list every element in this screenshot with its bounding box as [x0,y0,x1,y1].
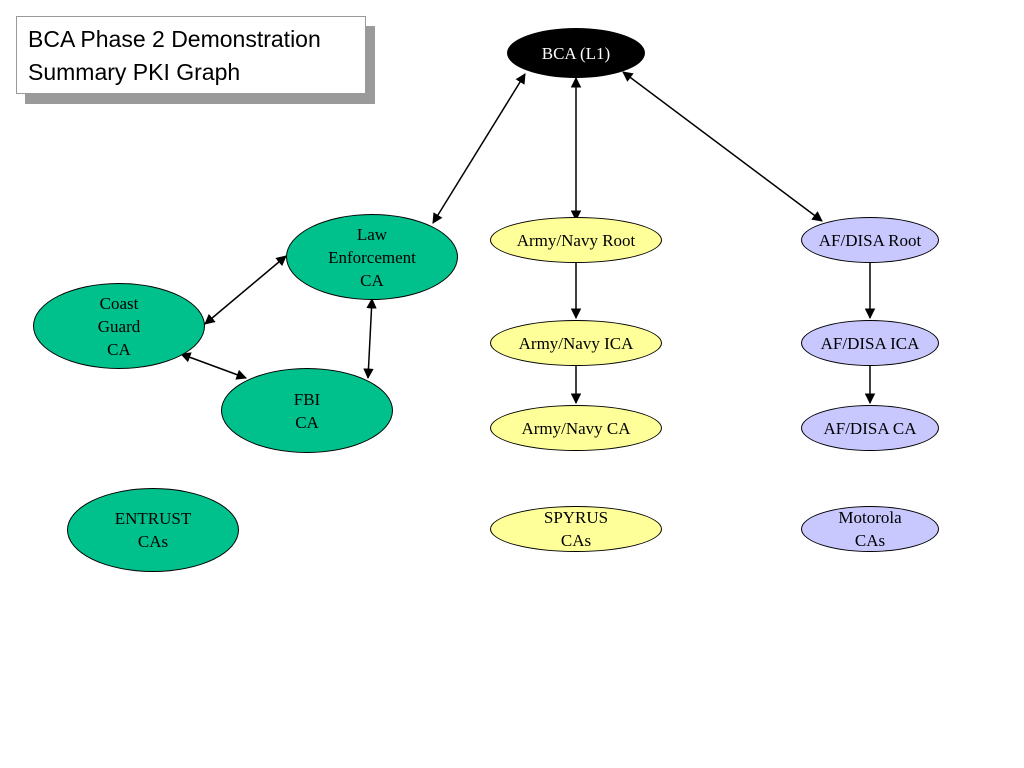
title-line-2: Summary PKI Graph [28,59,241,85]
edge-bca-af-root [622,71,823,222]
node-coast-guard-ca: Coast Guard CA [33,283,205,369]
node-army-navy-ca: Army/Navy CA [490,405,662,451]
node-army-navy-ca-label: Army/Navy CA [521,418,631,438]
node-af-disa-ca-label: AF/DISA CA [823,418,917,438]
node-law-enforcement-ca: Law Enforcement CA [286,214,458,300]
node-af-disa-root-label: AF/DISA Root [818,230,922,250]
node-entrust-cas: ENTRUST CAs [67,488,239,572]
node-spyrus-cas-label: SPYRUS CAs [543,508,609,550]
edge-law-fbi [363,297,377,380]
node-motorola-cas-label: Motorola CAs [838,508,902,550]
node-bca-l1-label: BCA (L1) [541,43,611,63]
node-army-navy-root-label: Army/Navy Root [516,230,636,250]
page-title: BCA Phase 2 Demonstration Summary PKI Gr… [16,16,366,94]
node-af-disa-ca: AF/DISA CA [801,405,939,451]
node-army-navy-ica: Army/Navy ICA [490,320,662,366]
edge-coast-fbi [180,352,247,380]
node-fbi-ca-label: FBI CA [293,389,321,432]
node-coast-guard-ca-label: Coast Guard CA [97,293,141,359]
node-army-navy-root: Army/Navy Root [490,217,662,263]
node-spyrus-cas: SPYRUS CAs [490,506,662,552]
node-army-navy-ica-label: Army/Navy ICA [518,333,634,353]
edge-law-coast [204,255,287,325]
node-af-disa-root: AF/DISA Root [801,217,939,263]
edge-bca-law [432,73,526,224]
node-entrust-cas-label: ENTRUST CAs [114,509,192,551]
node-af-disa-ica-label: AF/DISA ICA [820,333,920,353]
node-motorola-cas: Motorola CAs [801,506,939,552]
node-bca-l1: BCA (L1) [507,28,645,78]
node-law-enforcement-ca-label: Law Enforcement CA [328,224,416,290]
node-af-disa-ica: AF/DISA ICA [801,320,939,366]
node-fbi-ca: FBI CA [221,368,393,453]
title-line-1: BCA Phase 2 Demonstration [28,26,321,52]
